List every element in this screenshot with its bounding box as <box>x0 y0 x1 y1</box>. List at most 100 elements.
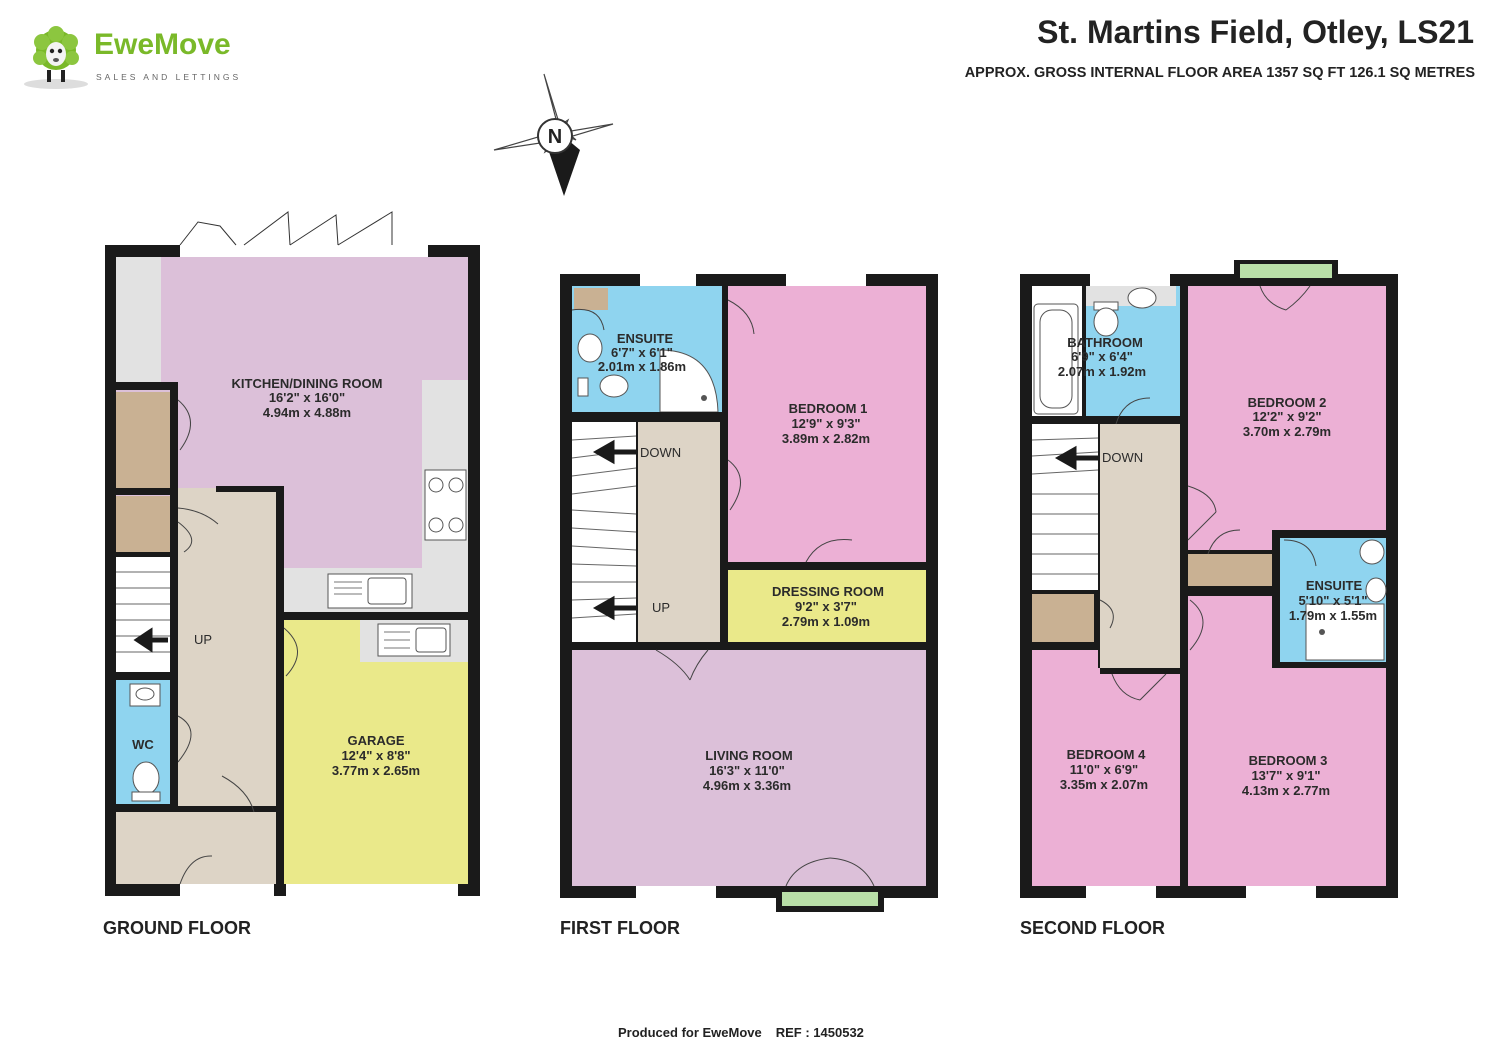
bedroom-1 <box>728 286 926 562</box>
second-ensuite-label: ENSUITE <box>1306 578 1363 593</box>
hob-icon <box>424 469 467 541</box>
first-ensuite-basin-icon <box>577 333 603 363</box>
ground-staircase <box>116 556 172 672</box>
ground-door-swings <box>177 399 298 885</box>
garage-room <box>284 620 468 884</box>
first-windows <box>636 274 884 912</box>
ewemove-logo <box>24 26 88 89</box>
kitchen-dining-imperial: 16'2" x 16'0" <box>269 390 345 405</box>
first-stair-up-arrow-icon <box>592 595 636 621</box>
storage-cupboard-upper <box>116 392 172 488</box>
ground-floor-label: GROUND FLOOR <box>103 918 251 938</box>
dressing-room-imperial: 9'2" x 3'7" <box>795 599 857 614</box>
bedroom-1-label: BEDROOM 1 <box>789 401 868 416</box>
bifold-doors-icon <box>179 211 393 246</box>
first-door-swings <box>571 299 875 887</box>
bathroom-label: BATHROOM <box>1067 335 1143 350</box>
second-ensuite-shower-icon <box>1305 603 1385 661</box>
second-landing <box>1100 424 1180 668</box>
brand-name: EweMove <box>94 28 231 61</box>
bathroom-basin-icon <box>1127 287 1157 309</box>
garage-metric: 3.77m x 2.65m <box>332 763 420 778</box>
bedroom-2-wardrobe <box>1188 554 1272 586</box>
bedroom-4-metric: 3.35m x 2.07m <box>1060 777 1148 792</box>
ground-hallway <box>178 488 276 806</box>
bedroom-3-metric: 4.13m x 2.77m <box>1242 783 1330 798</box>
wc-toilet-icon <box>131 761 161 802</box>
dressing-room <box>728 570 926 642</box>
living-room-label: LIVING ROOM <box>705 748 792 763</box>
footer-ref: REF : 1450532 <box>775 1025 864 1040</box>
first-ensuite-toilet-icon <box>577 374 629 398</box>
second-floor-label: SECOND FLOOR <box>1020 918 1165 938</box>
first-stairs-down-label: DOWN <box>640 445 681 460</box>
sheep-icon <box>33 26 79 82</box>
bedroom-2-imperial: 12'2" x 9'2" <box>1252 409 1321 424</box>
logo-shadow <box>24 79 88 89</box>
second-stairs-down-label: DOWN <box>1102 450 1143 465</box>
garage-label: GARAGE <box>347 733 404 748</box>
kitchen-dining-label: KITCHEN/DINING ROOM <box>232 376 383 391</box>
ground-stair-arrow-icon <box>133 627 168 653</box>
second-cupboard <box>1032 594 1094 642</box>
bathtub-icon <box>1033 303 1079 415</box>
bedroom-1-imperial: 12'9" x 9'3" <box>791 416 860 431</box>
garage-sink-icon <box>377 623 451 657</box>
ground-floor: UP WC <box>103 211 480 938</box>
first-ensuite-label: ENSUITE <box>617 331 674 346</box>
compass-icon: N <box>493 73 614 196</box>
bathroom-imperial: 6'9" x 6'4" <box>1071 349 1133 364</box>
footer: Produced for EweMove REF : 1450532 <box>618 1025 878 1040</box>
wc-basin-icon <box>129 683 161 707</box>
kitchen-worktop-left <box>116 257 161 382</box>
property-title: St. Martins Field, Otley, LS21 <box>1037 14 1474 50</box>
garage-imperial: 12'4" x 8'8" <box>341 748 410 763</box>
second-staircase <box>1032 424 1098 590</box>
bedroom-4-label: BEDROOM 4 <box>1067 747 1147 762</box>
bedroom-3-imperial: 13'7" x 9'1" <box>1251 768 1320 783</box>
first-stairs-up-label: UP <box>652 600 670 615</box>
first-ensuite-shower-icon <box>659 349 719 413</box>
bedroom-4-imperial: 11'0" x 6'9" <box>1070 762 1138 777</box>
bedroom-2-metric: 3.70m x 2.79m <box>1243 424 1331 439</box>
living-room-metric: 4.96m x 3.36m <box>703 778 791 793</box>
living-room-imperial: 16'3" x 11'0" <box>709 763 785 778</box>
bathroom-metric: 2.07m x 1.92m <box>1058 364 1146 379</box>
wc-label: WC <box>132 737 154 752</box>
bedroom-3-label: BEDROOM 3 <box>1249 753 1328 768</box>
ground-internal-walls <box>116 382 468 884</box>
brand-tagline: SALES AND LETTINGS <box>96 72 242 82</box>
second-ensuite-toilet-icon <box>1365 577 1387 603</box>
bedroom-1-metric: 3.89m x 2.82m <box>782 431 870 446</box>
bedroom-2-label: BEDROOM 2 <box>1248 395 1327 410</box>
entrance-porch <box>116 812 276 884</box>
compass-north-label: N <box>548 126 562 148</box>
first-landing <box>638 422 720 642</box>
dressing-room-label: DRESSING ROOM <box>772 584 884 599</box>
first-floor-label: FIRST FLOOR <box>560 918 680 938</box>
bedroom-4 <box>1032 650 1180 886</box>
first-ensuite-imperial: 6'7" x 6'1" <box>611 345 673 360</box>
first-ensuite-cupboard <box>574 288 608 310</box>
ground-windows <box>180 245 458 896</box>
second-ensuite-metric: 1.79m x 1.55m <box>1289 608 1377 623</box>
second-windows <box>1086 260 1338 898</box>
kitchen-sink-icon <box>327 573 413 609</box>
bedroom-2 <box>1188 286 1386 550</box>
living-room <box>572 650 926 886</box>
dressing-room-metric: 2.79m x 1.09m <box>782 614 870 629</box>
footer-produced: Produced for EweMove <box>618 1025 762 1040</box>
kitchen-dining-metric: 4.94m x 4.88m <box>263 405 351 420</box>
second-floor: DOWN <box>1020 260 1398 938</box>
storage-cupboard-lower <box>116 496 172 552</box>
second-stair-down-arrow-icon <box>1054 445 1098 471</box>
second-internal-walls <box>1032 286 1280 886</box>
bathroom-toilet-icon <box>1093 301 1119 337</box>
first-internal-walls <box>572 286 926 650</box>
first-stair-down-arrow-icon <box>592 439 636 465</box>
ground-stairs-label: UP <box>194 632 212 647</box>
second-ensuite-basin-icon <box>1359 539 1385 565</box>
first-ensuite-metric: 2.01m x 1.86m <box>598 359 686 374</box>
ground-stair-treads <box>116 571 172 653</box>
